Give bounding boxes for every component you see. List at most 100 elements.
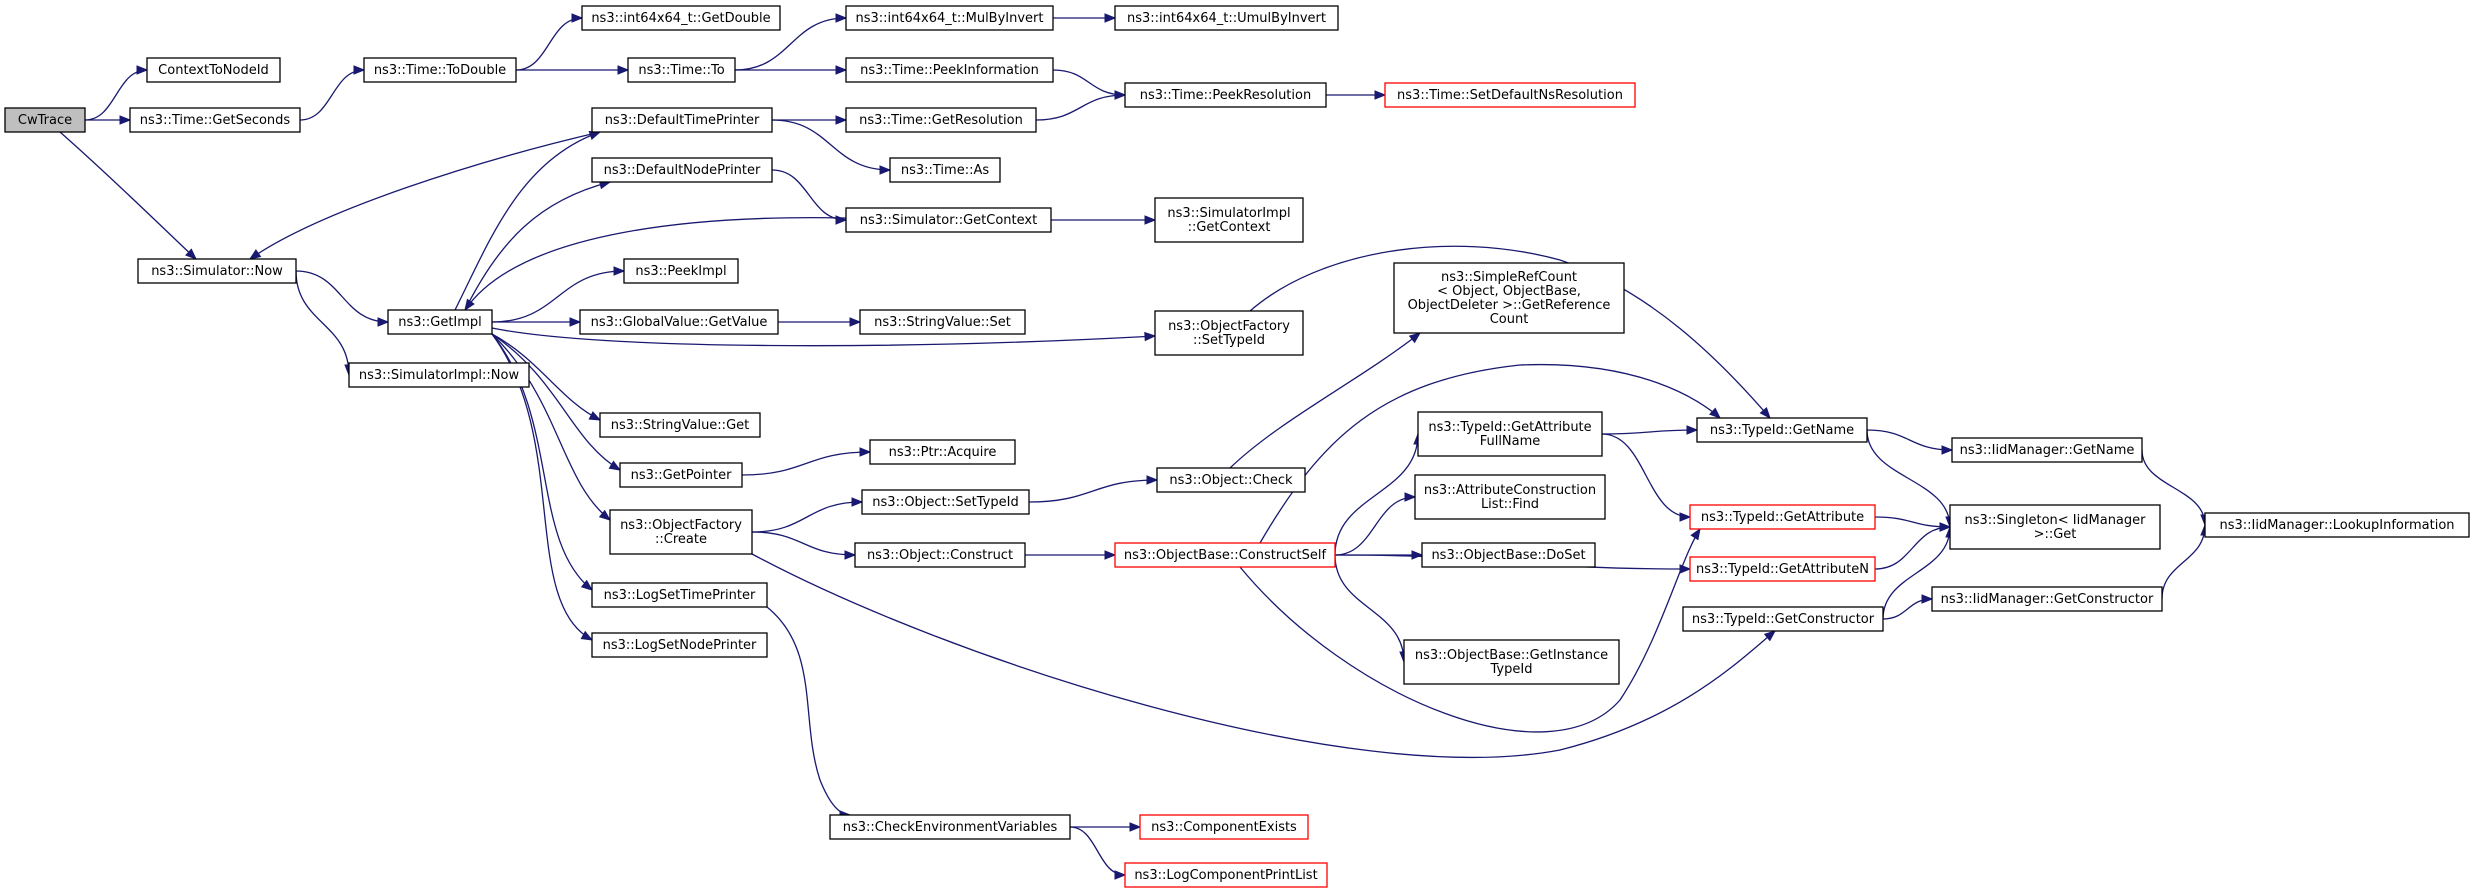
edge-line xyxy=(771,119,891,171)
node-typeid-getattributen[interactable]: ns3::TypeId::GetAttributeN xyxy=(1689,556,1876,582)
node-defaulttimeprinter[interactable]: ns3::DefaultTimePrinter xyxy=(591,107,773,133)
node-box xyxy=(1154,197,1304,243)
node-label: ns3::Object::Check xyxy=(1169,473,1293,488)
node-sim-now[interactable]: ns3::Simulator::Now xyxy=(137,258,297,284)
node-objectbase-doset[interactable]: ns3::ObjectBase::DoSet xyxy=(1421,542,1596,568)
edge-line xyxy=(249,131,601,260)
node-objectbase-constructself[interactable]: ns3::ObjectBase::ConstructSelf xyxy=(1114,542,1336,568)
node-object-construct[interactable]: ns3::Object::Construct xyxy=(854,542,1026,568)
node-iidmanager-lookupinformation[interactable]: ns3::IidManager::LookupInformation xyxy=(2204,512,2470,538)
node-box xyxy=(4,107,86,133)
node-logsetnodeprinter[interactable]: ns3::LogSetNodePrinter xyxy=(591,632,768,658)
node-box xyxy=(854,542,1026,568)
node-int64-getdouble[interactable]: ns3::int64x64_t::GetDouble xyxy=(581,5,781,31)
node-object-check[interactable]: ns3::Object::Check xyxy=(1156,467,1306,493)
edge-line xyxy=(751,531,856,556)
edge-arrowhead xyxy=(859,447,872,457)
call-edges xyxy=(59,13,2210,880)
node-sim-getcontext[interactable]: ns3::Simulator::GetContext xyxy=(845,207,1052,233)
node-defaultnodeprinter[interactable]: ns3::DefaultNodePrinter xyxy=(591,157,773,183)
call-edge-checkenvironmentvariables-to-componentexists xyxy=(1070,822,1142,832)
call-edge-defaulttimeprinter-to-time_as xyxy=(771,119,892,175)
node-box xyxy=(1124,82,1327,108)
node-box xyxy=(869,439,1016,465)
node-componentexists[interactable]: ns3::ComponentExists xyxy=(1139,814,1309,840)
node-checkenvironmentvariables[interactable]: ns3::CheckEnvironmentVariables xyxy=(829,814,1071,840)
node-typeid-getconstructor[interactable]: ns3::TypeId::GetConstructor xyxy=(1682,606,1884,632)
node-ptr-acquire[interactable]: ns3::Ptr::Acquire xyxy=(869,439,1016,465)
node-cwtrace[interactable]: CwTrace xyxy=(4,107,86,133)
node-objfactory-create[interactable]: ns3::ObjectFactory::Create xyxy=(609,509,753,555)
node-box xyxy=(845,5,1054,31)
edge-arrowhead xyxy=(1411,550,1424,560)
edge-arrowhead xyxy=(377,317,390,327)
edge-line xyxy=(295,270,350,376)
node-getseconds[interactable]: ns3::Time::GetSeconds xyxy=(129,107,301,133)
node-box xyxy=(845,107,1037,133)
node-box xyxy=(387,309,493,335)
node-box xyxy=(1421,542,1596,568)
node-umulbyinvert[interactable]: ns3::int64x64_t::UmulByInvert xyxy=(1114,5,1339,31)
edge-line xyxy=(491,327,1156,347)
node-box xyxy=(363,57,517,83)
node-peekinformation[interactable]: ns3::Time::PeekInformation xyxy=(845,57,1054,83)
node-logsettimeprinter[interactable]: ns3::LogSetTimePrinter xyxy=(591,582,768,608)
node-label: ns3::IidManager::GetConstructor xyxy=(1941,592,2154,607)
node-stringvalue-get[interactable]: ns3::StringValue::Get xyxy=(599,412,761,438)
node-getimpl[interactable]: ns3::GetImpl xyxy=(387,309,493,335)
node-object-settypeid[interactable]: ns3::Object::SetTypeId xyxy=(861,489,1030,515)
edge-arrowhead xyxy=(879,165,892,175)
node-logcomponentprintlist[interactable]: ns3::LogComponentPrintList xyxy=(1124,862,1328,888)
node-mulbyinvert[interactable]: ns3::int64x64_t::MulByInvert xyxy=(845,5,1054,31)
node-label: ns3::SimulatorImpl::Now xyxy=(359,368,520,383)
node-stringvalue-set[interactable]: ns3::StringValue::Set xyxy=(859,309,1026,335)
node-typeid-getattribute[interactable]: ns3::TypeId::GetAttribute xyxy=(1689,504,1876,530)
edge-line xyxy=(515,17,583,71)
node-singleton-get[interactable]: ns3::Singleton< IidManager >::Get xyxy=(1949,504,2161,550)
node-time-to[interactable]: ns3::Time::To xyxy=(627,57,736,83)
node-label: ns3::StringValue::Set xyxy=(874,315,1011,330)
node-label: ns3::TypeId::GetAttributeN xyxy=(1696,562,1869,577)
node-label: ns3::DefaultNodePrinter xyxy=(604,163,761,178)
node-iidmanager-getname[interactable]: ns3::IidManager::GetName xyxy=(1951,437,2143,463)
node-contexttonodeid[interactable]: ContextToNodeId xyxy=(146,57,281,83)
edge-arrowhead xyxy=(608,460,622,471)
node-box xyxy=(591,157,773,183)
node-typeid-getname[interactable]: ns3::TypeId::GetName xyxy=(1696,417,1868,443)
edge-line xyxy=(464,181,611,311)
node-iidmanager-getconstructor[interactable]: ns3::IidManager::GetConstructor xyxy=(1931,586,2163,612)
edge-line xyxy=(491,333,611,521)
node-setdefaultnsresolution[interactable]: ns3::Time::SetDefaultNsResolution xyxy=(1384,82,1636,108)
node-box xyxy=(1403,639,1620,685)
call-edge-time_to-to-peekinformation xyxy=(735,65,848,75)
node-globalvalue-getvalue[interactable]: ns3::GlobalValue::GetValue xyxy=(579,309,779,335)
node-peekresolution[interactable]: ns3::Time::PeekResolution xyxy=(1124,82,1327,108)
edge-arrowhead xyxy=(136,65,149,75)
call-edge-sim_getcontext-to-getimpl xyxy=(464,217,847,312)
node-box xyxy=(1384,82,1636,108)
node-getpointer[interactable]: ns3::GetPointer xyxy=(619,462,743,488)
node-time-as[interactable]: ns3::Time::As xyxy=(889,157,1001,183)
node-label: List::Find xyxy=(1481,497,1539,512)
node-simimpl-getcontext[interactable]: ns3::SimulatorImpl::GetContext xyxy=(1154,197,1304,243)
edge-line xyxy=(734,17,847,71)
node-label: ns3::LogComponentPrintList xyxy=(1134,868,1317,883)
call-edge-objfactory_create-to-typeid_getconstructor xyxy=(751,553,1777,759)
node-objfactory-settypeid[interactable]: ns3::ObjectFactory::SetTypeId xyxy=(1154,310,1304,356)
edge-line xyxy=(2141,449,2206,526)
call-edge-sim_now-to-getimpl xyxy=(295,270,390,327)
node-getresolution[interactable]: ns3::Time::GetResolution xyxy=(845,107,1037,133)
node-label: < Object, ObjectBase, xyxy=(1437,284,1581,299)
node-label: ns3::ObjectFactory xyxy=(1168,319,1290,334)
node-box xyxy=(829,814,1071,840)
node-todouble[interactable]: ns3::Time::ToDouble xyxy=(363,57,517,83)
node-simimpl-now[interactable]: ns3::SimulatorImpl::Now xyxy=(348,362,530,388)
node-label: ::Create xyxy=(655,532,707,547)
node-peekimpl[interactable]: ns3::PeekImpl xyxy=(623,258,739,284)
node-simplerefcount[interactable]: ns3::SimpleRefCount< Object, ObjectBase,… xyxy=(1393,262,1625,334)
node-box xyxy=(861,489,1030,515)
edge-line xyxy=(491,270,625,323)
